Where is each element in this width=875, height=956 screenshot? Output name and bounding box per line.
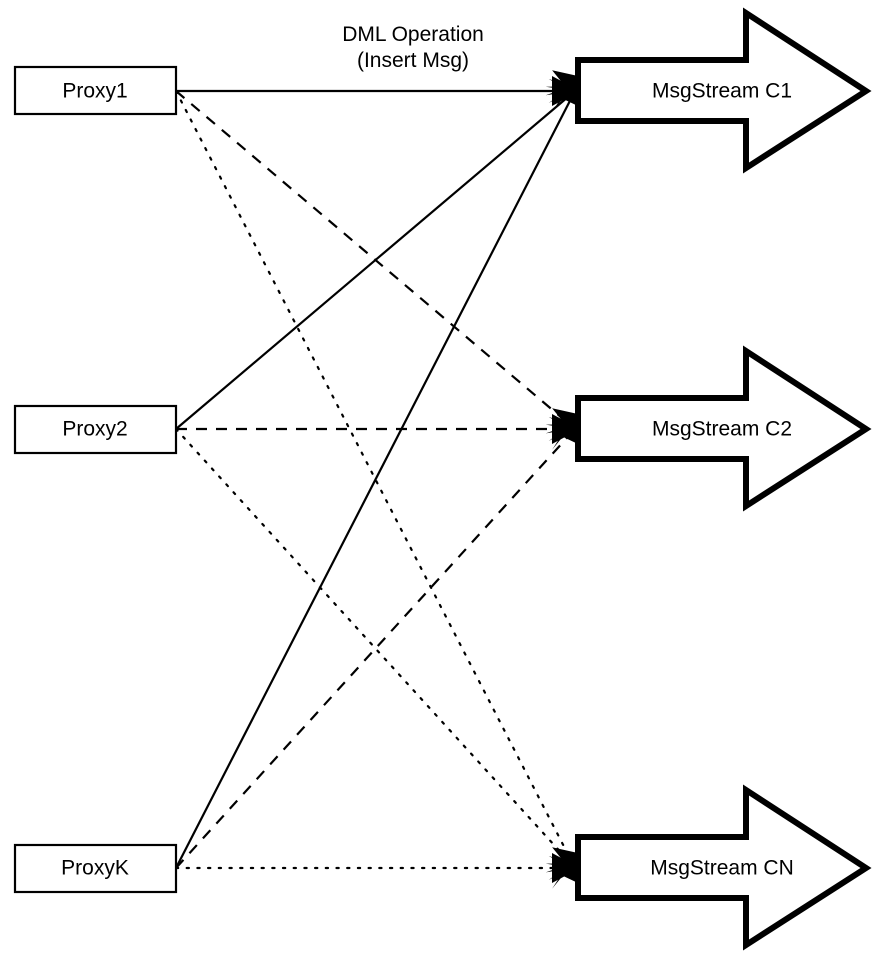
edge-line-pk-c1 xyxy=(175,90,576,869)
msgstream-c1[interactable]: MsgStream C1 xyxy=(575,7,872,174)
edge-label-dml-operation: DML Operation (Insert Msg) xyxy=(342,23,484,72)
msgstream-shape-c2 xyxy=(575,345,872,512)
arrowhead-head-c2 xyxy=(545,408,580,450)
proxy-box-proxy2 xyxy=(13,404,178,455)
proxy-node-proxyK[interactable]: ProxyK xyxy=(13,843,178,894)
proxy-node-proxy2[interactable]: Proxy2 xyxy=(13,404,178,455)
proxy-box-proxy1 xyxy=(13,65,178,116)
arrowhead-core-head-c1 xyxy=(552,76,580,106)
edge-line-p2-c1 xyxy=(175,90,576,430)
arrowhead-core-head-c2 xyxy=(552,414,580,444)
msgstream-cn[interactable]: MsgStream CN xyxy=(575,784,872,951)
msgstream-label-c2: MsgStream C2 xyxy=(652,418,792,441)
arrowhead-head-cn xyxy=(545,847,580,889)
proxy-label-proxyK: ProxyK xyxy=(61,857,129,880)
edge-p2-c1 xyxy=(175,90,576,430)
msgstream-label-c1: MsgStream C1 xyxy=(652,80,792,103)
proxy-label-proxy2: Proxy2 xyxy=(62,418,127,441)
msgstream-shape-cn xyxy=(575,784,872,951)
msgstream-shape-c1 xyxy=(575,7,872,174)
msgstream-c2[interactable]: MsgStream C2 xyxy=(575,345,872,512)
proxy-label-proxy1: Proxy1 xyxy=(62,80,127,103)
proxy-box-proxyK xyxy=(13,843,178,894)
edge-label-line-2: (Insert Msg) xyxy=(357,49,469,72)
arrowhead-core-head-cn xyxy=(552,853,580,883)
proxy-node-proxy1[interactable]: Proxy1 xyxy=(13,65,178,116)
edge-pk-c1 xyxy=(175,90,576,869)
edge-p2-cn xyxy=(174,427,577,870)
arrowhead-head-c1 xyxy=(545,70,580,112)
msgstream-label-cn: MsgStream CN xyxy=(650,857,794,880)
streams-layer: MsgStream C1 MsgStream C2 MsgStream CN xyxy=(575,7,872,951)
edge-line-p2-cn xyxy=(174,427,577,870)
edge-label-line-1: DML Operation xyxy=(342,23,484,46)
edge-p1-cn xyxy=(174,89,577,870)
edge-line-p1-cn xyxy=(174,89,577,870)
arrowheads-layer xyxy=(545,70,580,889)
edges-layer xyxy=(174,89,577,870)
